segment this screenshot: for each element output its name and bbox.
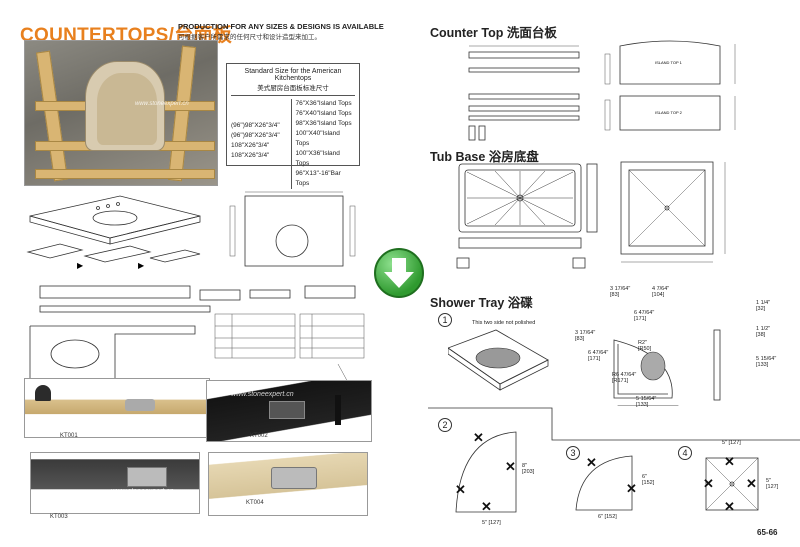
dim-label: [133] [756,362,769,368]
dim-label: [127] [728,440,741,446]
mark-x: ✕ [505,459,516,474]
mark-x: ✕ [586,455,597,470]
dim-label: 5" [766,478,772,484]
dim-label: 3 17/64" [575,330,596,336]
photo-label: KT004 [246,500,264,506]
dim-label: [152] [642,480,655,486]
dim-label: 1 1/2" [756,326,771,332]
dim-label: R6 47/64" [612,372,637,378]
dim-label: 6" [642,474,648,480]
std-size-right: 76"X40"Island Tops [295,110,352,117]
dim-label: [171] [588,356,601,362]
kitchen-photo-kt004 [208,452,368,516]
island-top-2 [619,95,721,131]
countertop-drawings: ▶▶ [26,191,365,386]
dim-label: [R50] [638,346,652,352]
kitchen-photo-kt003: www.stoneexpert.cn [30,452,200,514]
watermark: www.stoneexpert.cn [111,488,174,495]
dim-label: [83] [575,336,585,342]
svg-text:▶: ▶ [77,261,84,270]
dim-label: 8" [522,463,528,469]
std-size-left: 108"X26"3/4" [231,142,270,149]
step-number: 1 [438,313,452,327]
dim-label: 5" [722,440,728,446]
dim-label: [38] [756,332,766,338]
watermark: www.stoneexpert.cn [231,391,294,398]
sink-hole [92,210,138,226]
down-arrow-icon [374,248,424,298]
dim-label: 6 47/64" [588,350,609,356]
section-divider [428,407,800,441]
section-title-shower-tray: Shower Tray 浴碟 [430,296,533,310]
kitchen-photo-kt001 [24,378,210,438]
dim-label: [152] [604,514,617,520]
dim-label: 3 17/64" [610,286,631,292]
counter-top-drawings: ISLAND TOP 1 ISLAND TOP 2 [468,40,736,141]
standard-size-heading: Standard Size for the American Kitchento… [244,68,342,82]
photo-label: KT002 [250,433,268,439]
std-size-right: 100"X36"Island Tops [295,150,340,167]
step-number: 4 [678,446,692,460]
std-size-left: (96")98"X26"3/4" [231,122,280,129]
dim-label: [133] [636,402,649,408]
std-size-left: 108"X26"3/4" [231,152,270,159]
dim-label: [83] [610,292,620,298]
standard-size-heading-cn: 美式厨房台面板标准尺寸 [257,85,329,92]
step-number: 3 [566,446,580,460]
dim-label: 6 47/64" [634,310,655,316]
kitchen-photo-kt002: www.stoneexpert.cn [206,380,372,442]
dim-label: [R171] [612,378,629,384]
tub-base-drawings [456,161,726,269]
mark-x: ✕ [724,499,735,514]
mark-x: ✕ [746,476,757,491]
std-size-left: (96")98"X26"3/4" [231,132,280,139]
mark-x: ✕ [481,499,492,514]
svg-text:▶: ▶ [138,261,145,270]
dim-label: 4 7/64" [652,286,670,292]
plan-view [244,195,344,267]
dim-label: 6" [598,514,604,520]
dim-label: 5 15/64" [636,396,657,402]
standard-size-box: Standard Size for the American Kitchento… [226,63,360,189]
mark-x: ✕ [626,481,637,496]
dim-label: 1 1/4" [756,300,771,306]
dim-label: 5" [482,520,488,526]
shower-tray-2-drawing [455,431,517,513]
mark-x: ✕ [724,454,735,469]
crate-photo: www.stoneexpert.cn [24,40,218,186]
dim-label: [32] [756,306,766,312]
page-number: 65-66 [757,528,778,537]
photo-label: KT003 [50,514,68,520]
dim-label: [127] [766,484,779,490]
shower-tray-1-drawing [448,329,721,406]
island-top-1 [619,40,721,85]
mark-x: ✕ [703,476,714,491]
dim-label: [203] [522,469,535,475]
shower-tray-3-drawing [575,455,633,511]
production-subheading: 可根据客户所需求的任何尺寸和设计造型来加工。 [178,34,321,41]
shower-tray-4-drawing [705,457,759,511]
dim-label: [104] [652,292,665,298]
mark-x: ✕ [455,482,466,497]
mark-x: ✕ [473,430,484,445]
dim-label: 5 15/64" [756,356,777,362]
std-size-right: 100"X40"Island Tops [295,130,340,147]
step-number: 2 [438,418,452,432]
svg-text:ISLAND TOP 2: ISLAND TOP 2 [655,110,683,115]
vanity-top-iso [29,195,201,239]
std-size-right: 98"X36"Island Tops [295,120,352,127]
section-title-counter-top: Counter Top 洗面台板 [430,26,557,40]
svg-text:ISLAND TOP 1: ISLAND TOP 1 [655,60,683,65]
section-title-tub-base: Tub Base 浴房底盘 [430,150,539,164]
photo-label: KT001 [60,433,78,439]
dim-label: R2" [638,340,647,346]
shower-tray-note: This two side not polished [472,320,536,326]
dim-label: [171] [634,316,647,322]
std-size-right: 96"X13"-16"Bar Tops [295,170,341,187]
dim-label: [127] [488,520,501,526]
watermark: www.stoneexpert.cn [135,101,189,107]
std-size-right: 76"X36"Island Tops [295,100,352,107]
production-heading: PRODUCTION FOR ANY SIZES & DESIGNS IS AV… [178,22,384,31]
